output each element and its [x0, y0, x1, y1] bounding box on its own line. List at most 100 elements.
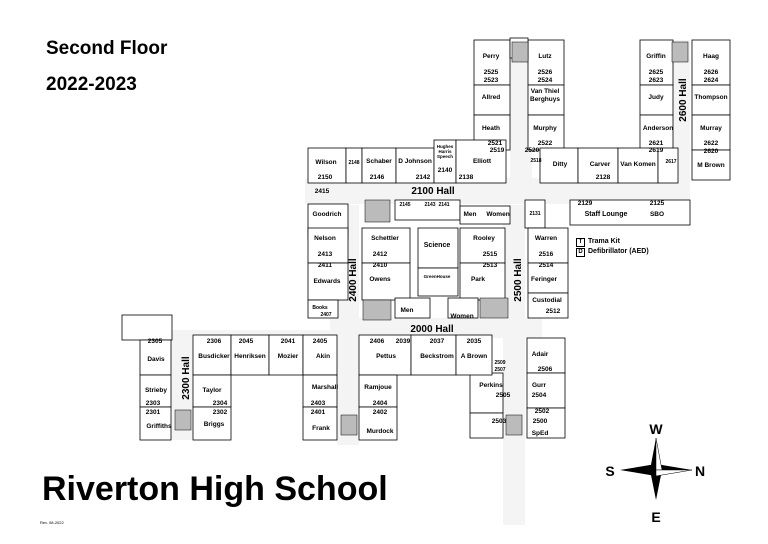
room-label: 2623: [649, 77, 664, 84]
legend-aed-label: Defibrillator (AED): [588, 248, 649, 255]
room-label: 2402: [373, 409, 388, 416]
room-label: Murray: [700, 125, 722, 132]
room-label: 2141: [438, 202, 449, 208]
room-label: Van Komen: [620, 161, 655, 168]
rooms-2400: [307, 227, 509, 321]
room-label: 2150: [318, 174, 333, 181]
rooms-2500-south: [469, 227, 569, 439]
room-label: 2410: [373, 262, 388, 269]
room-label: Van Thiel: [531, 88, 560, 95]
compass-south: S: [605, 463, 614, 479]
room-label: GreenHouse: [424, 274, 451, 279]
room-label: 2525: [484, 69, 499, 76]
legend-trama-label: Trama Kit: [588, 238, 620, 245]
hall-2300-label: 2300 Hall: [181, 356, 192, 400]
room-label: 2405: [313, 338, 328, 345]
room-label: 2526: [538, 69, 553, 76]
room-label: Carver: [590, 161, 611, 168]
room-label: Ditty: [553, 161, 568, 168]
compass-east: E: [651, 509, 660, 525]
room-label: 2129: [578, 200, 593, 207]
room-label: Griffin: [646, 53, 666, 60]
room-label: 2407: [320, 312, 331, 318]
room-label: 2143: [424, 202, 435, 208]
room-label: 2412: [373, 251, 388, 258]
room-label: Elliott: [473, 158, 492, 165]
compass: W E S N: [605, 421, 705, 525]
room-label: Anderson: [643, 125, 673, 132]
room-label: 2403: [311, 400, 326, 407]
room-label: 2626: [704, 69, 719, 76]
room-label: 2305: [148, 338, 163, 345]
room-label: Hughes: [437, 144, 454, 149]
room-label: Gurr: [532, 382, 547, 389]
room-label: Custodial: [532, 297, 562, 304]
room-label: 2621: [649, 140, 664, 147]
room-label: Rooley: [473, 235, 495, 242]
room-label: 2622: [704, 140, 719, 147]
room-label: 2522: [538, 140, 553, 147]
room-label: 2128: [596, 174, 611, 181]
room-label: Men: [401, 307, 414, 314]
room-label: 2302: [213, 409, 228, 416]
room-label: 2617: [665, 159, 676, 165]
revision-note: Rev. 08-2022: [40, 520, 64, 525]
room-label: SpEd: [532, 430, 549, 437]
room-label: 2507: [494, 367, 505, 373]
room-label: Park: [471, 276, 485, 283]
room-label: 2306: [207, 338, 222, 345]
room-label: Owens: [369, 276, 391, 283]
room-label: 2503: [492, 418, 507, 425]
room-label: 2406: [370, 338, 385, 345]
room-label: Edwards: [313, 278, 340, 285]
hall-2000-label: 2000 Hall: [410, 324, 454, 335]
room-label: 2304: [213, 400, 228, 407]
room-label: 2520: [525, 147, 540, 154]
room-label: 2505: [496, 392, 511, 399]
room-label: Harris: [438, 149, 452, 154]
hall-2400-label: 2400 Hall: [348, 258, 359, 302]
room-label: Adair: [532, 351, 549, 358]
room-label: 2518: [530, 158, 541, 164]
room-label: Books: [312, 305, 328, 311]
room-label: Women: [450, 313, 473, 320]
room-label: 2138: [459, 174, 474, 181]
room-label: Men: [464, 211, 477, 218]
defibrillator-icon: D: [576, 248, 585, 257]
room-label: Henriksen: [234, 353, 265, 360]
building-outline: [171, 40, 690, 525]
room-label: 2303: [146, 400, 161, 407]
room-label: 2146: [370, 174, 385, 181]
school-year: 2022-2023: [46, 74, 137, 95]
room-label: 2515: [483, 251, 498, 258]
room-label: 2514: [539, 262, 554, 269]
room-label: Briggs: [204, 421, 225, 428]
room-label: Murphy: [533, 125, 557, 132]
room-label: Taylor: [202, 387, 221, 394]
room-label: 2413: [318, 251, 333, 258]
room-label: Haag: [703, 53, 719, 60]
hall-2500-label: 2500 Hall: [513, 258, 524, 302]
room-label: 2502: [535, 408, 550, 415]
room-label: 2524: [538, 77, 553, 84]
room-label: 2500: [533, 418, 548, 425]
room-label: 2404: [373, 400, 388, 407]
room-label: D Johnson: [398, 158, 432, 165]
room-label: Goodrich: [313, 211, 342, 218]
room-label: 2523: [484, 77, 499, 84]
room-label: Murdock: [366, 428, 393, 435]
room-label: Pettus: [376, 353, 396, 360]
room-label: Women: [486, 211, 509, 218]
room-label: 2516: [539, 251, 554, 258]
room-label: 2512: [546, 308, 561, 315]
room-label: Science: [424, 242, 451, 249]
room-label: Akin: [316, 353, 330, 360]
room-label: Marshall: [312, 384, 339, 391]
room-label: 2513: [483, 262, 498, 269]
room-label: Warren: [535, 235, 557, 242]
room-label: 2411: [318, 262, 332, 269]
room-label: 2506: [538, 366, 553, 373]
